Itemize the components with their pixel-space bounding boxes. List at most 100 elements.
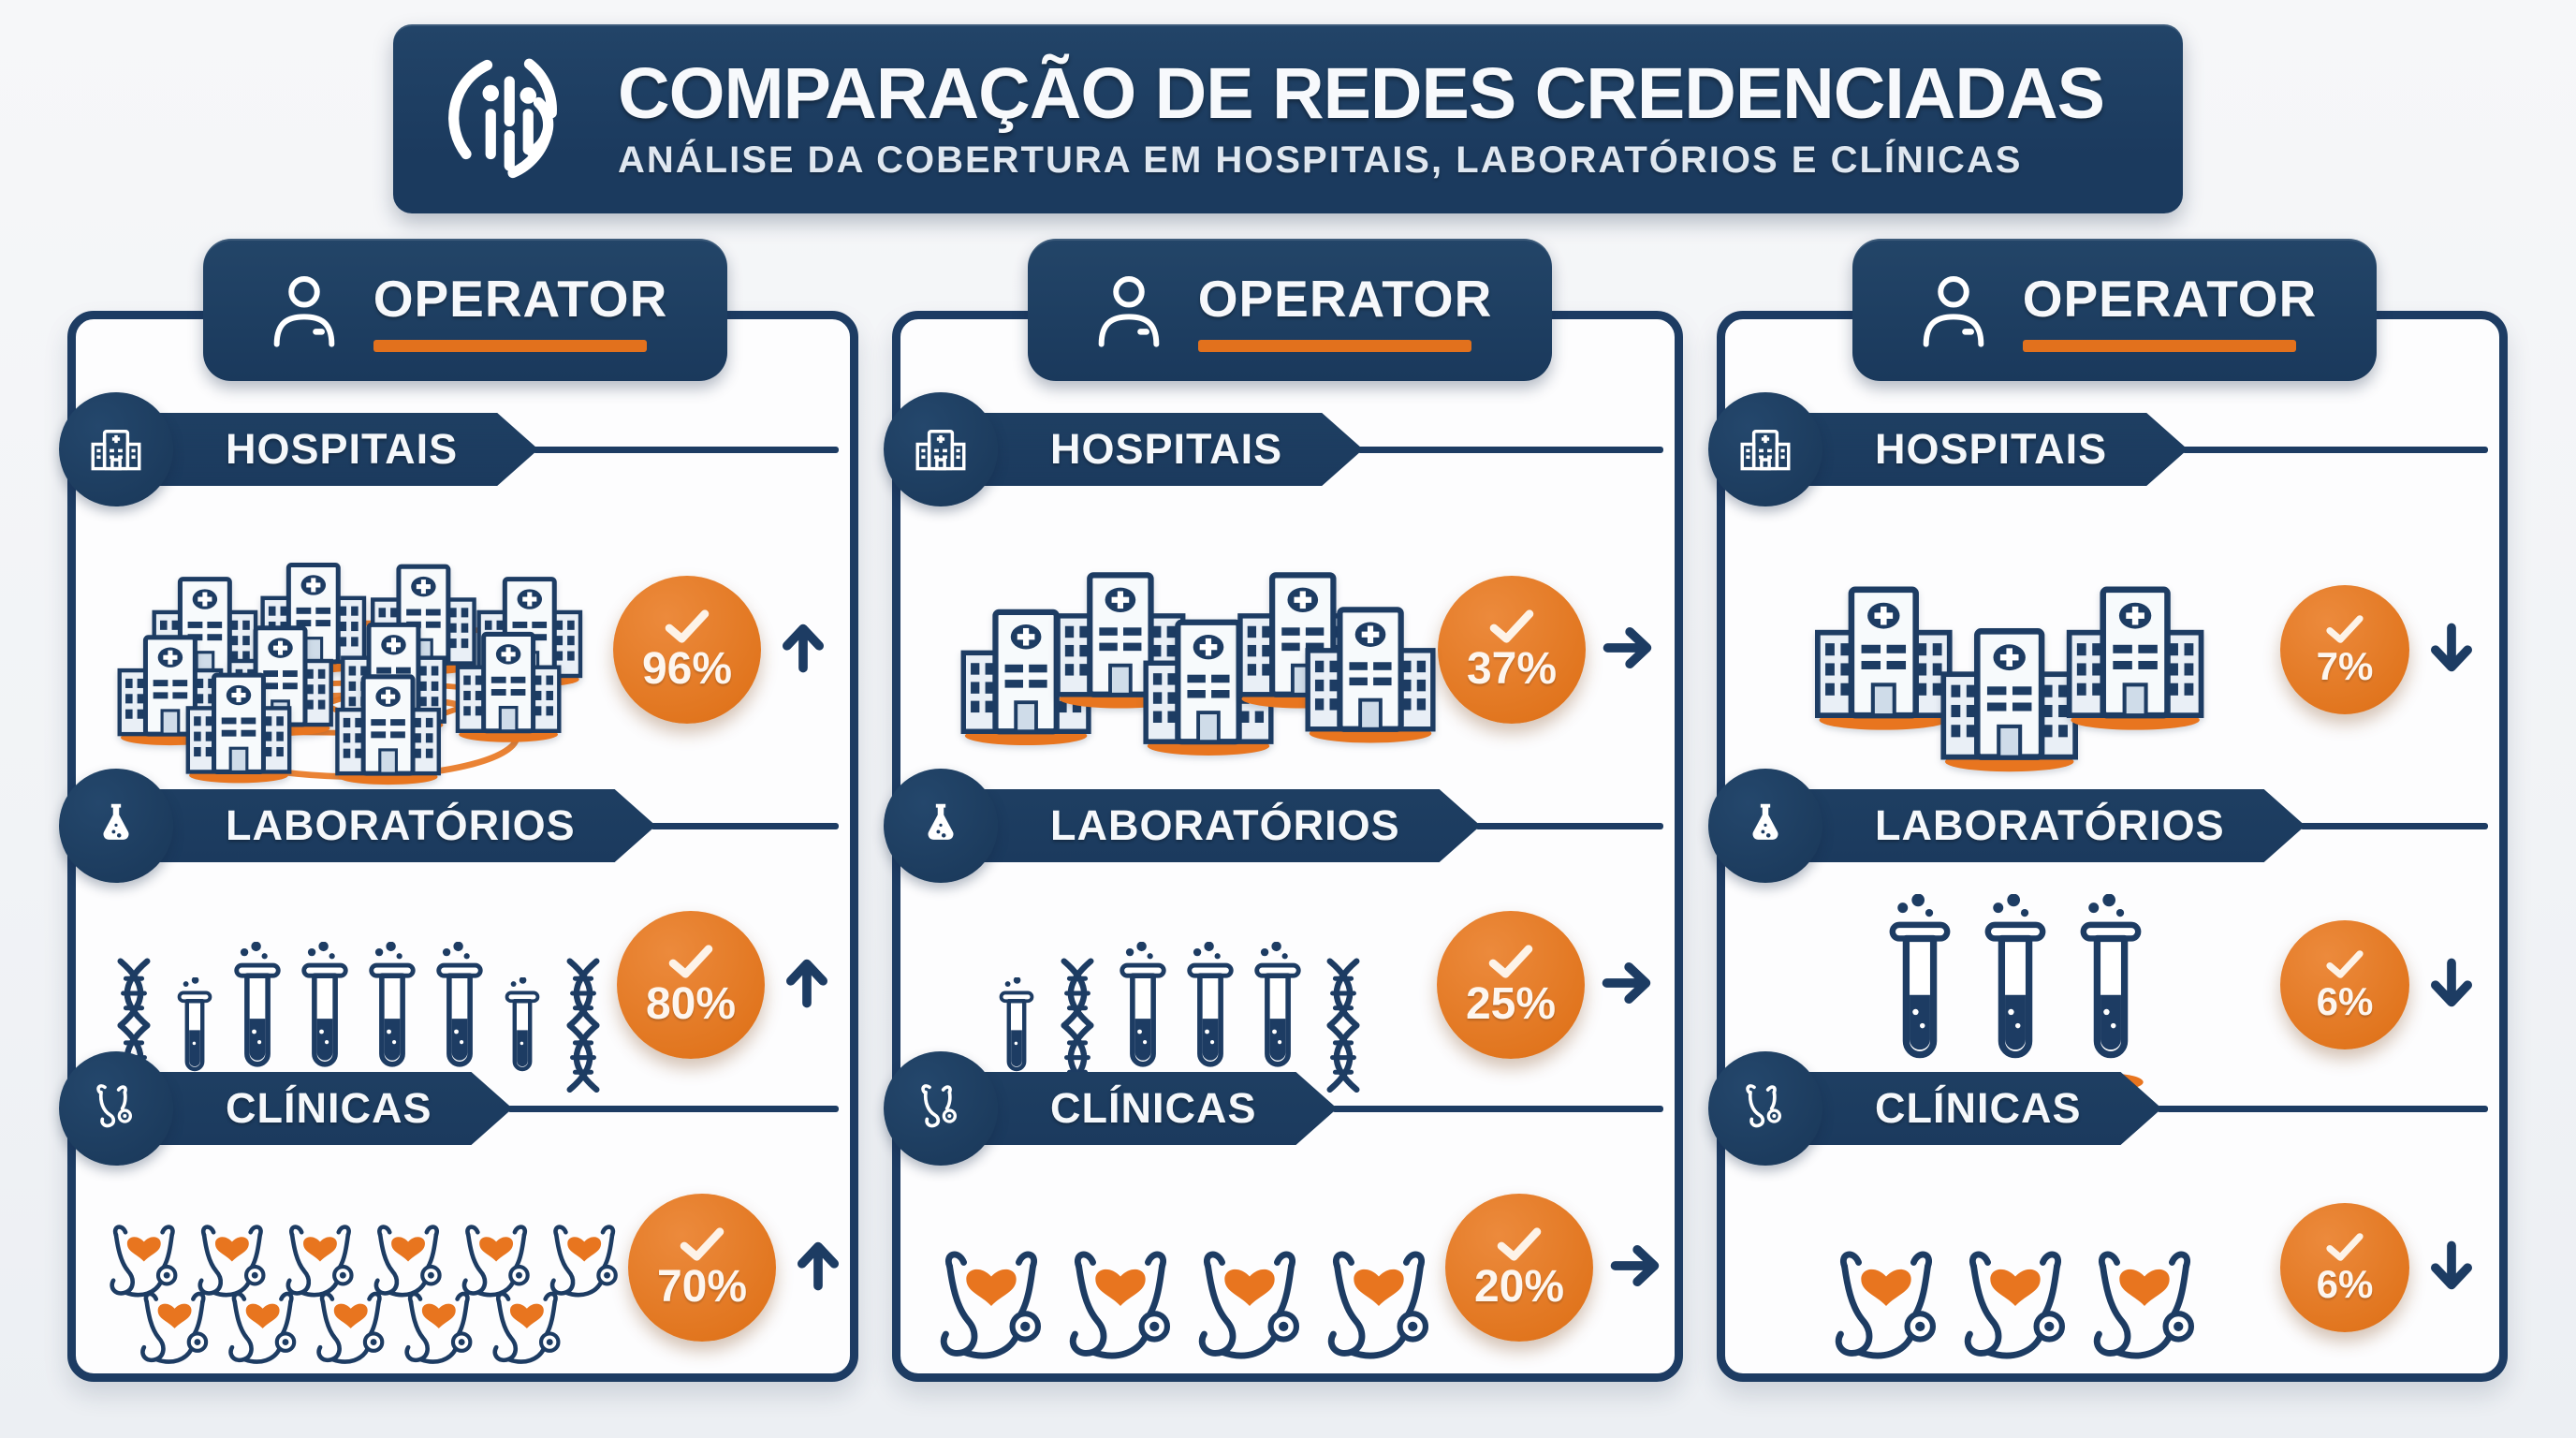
person-icon: [1098, 276, 1159, 347]
check-icon: [2326, 1232, 2364, 1261]
operator-underline: [1197, 339, 1471, 352]
lab-icon-row: [1881, 894, 2150, 1093]
score-area: 80%: [617, 911, 838, 1059]
operator-name: OPERATOR: [1197, 269, 1493, 328]
trend-down-arrow-icon: [2430, 958, 2473, 1006]
coverage-badge: 70%: [628, 1194, 776, 1342]
coverage-value: 6%: [2316, 1261, 2374, 1306]
hospital-building-icon: [1814, 586, 1953, 730]
dna-helix-icon: [1326, 958, 1359, 1093]
section-clinicas: CLÍNICAS: [884, 1051, 1663, 1375]
person-icon: [1923, 276, 1983, 347]
coverage-badge: 37%: [1438, 576, 1586, 724]
stethoscope-heart-icon: [316, 1292, 385, 1365]
person-icon: [273, 276, 334, 347]
page-title: COMPARAÇÃO DE REDES CREDENCIADAS: [618, 53, 2105, 135]
stethoscope-heart-icon: [549, 1225, 618, 1298]
stethoscope-heart-icon: [1835, 1251, 1936, 1359]
hospital-building-icon: [335, 674, 441, 785]
stethoscope-heart-icon: [492, 1292, 561, 1365]
trend-icon-slot: [776, 621, 830, 680]
trend-down-arrow-icon: [2430, 623, 2473, 671]
test-tube-icon: [1982, 894, 2048, 1092]
hospital-building-icon: [884, 392, 998, 506]
section-banner: CLÍNICAS: [1708, 1051, 2488, 1166]
test-tube-icon: [232, 941, 283, 1092]
coverage-badge: 6%: [2280, 920, 2409, 1049]
stethoscope-icon: [884, 1051, 998, 1166]
operator-badge: OPERATOR: [1852, 239, 2377, 381]
section-rule: [2299, 822, 2488, 829]
score-area: 25%: [1437, 911, 1658, 1059]
section-rule: [1357, 446, 1663, 453]
section-laboratorios: LABORATÓRIOS: [59, 769, 839, 1093]
section-clinicas: CLÍNICAS: [59, 1051, 840, 1375]
stethoscope-heart-icon: [404, 1292, 473, 1365]
test-tube-small-icon: [505, 976, 540, 1071]
check-icon: [680, 1226, 724, 1261]
section-hospitais: HOSPITAIS: [59, 392, 839, 799]
section-laboratorios: LABORATÓRIOS: [1708, 769, 2488, 1093]
hospital-building-icon: [1939, 628, 2078, 772]
lab-icon-row: [991, 941, 1371, 1093]
trend-icon-slot: [2424, 956, 2479, 1015]
test-tube-icon: [434, 941, 485, 1092]
operator-badge: OPERATOR: [1028, 239, 1552, 381]
trend-icon-slot: [1600, 956, 1654, 1015]
coverage-value: 25%: [1465, 978, 1557, 1029]
coverage-badge: 96%: [613, 576, 761, 724]
operator-badge: OPERATOR: [203, 239, 727, 381]
trend-icon-slot: [1608, 1239, 1662, 1298]
score-area: 96%: [613, 576, 834, 724]
header-banner: COMPARAÇÃO DE REDES CREDENCIADAS ANÁLISE…: [393, 24, 2183, 213]
people-network-logo-icon: [448, 58, 557, 179]
operator-card-2: OPERATOR HOSPITAIS: [884, 239, 1683, 1382]
stethoscope-heart-icon: [1069, 1251, 1171, 1359]
coverage-badge: 25%: [1437, 911, 1585, 1059]
section-rule: [650, 822, 839, 829]
section-banner: LABORATÓRIOS: [59, 769, 839, 883]
section-rule: [533, 446, 839, 453]
section-label: HOSPITAIS: [1875, 425, 2108, 473]
operator-name: OPERATOR: [2022, 269, 2318, 328]
section-banner: HOSPITAIS: [1708, 392, 2488, 506]
section-label: LABORATÓRIOS: [1050, 801, 1400, 849]
section-banner: CLÍNICAS: [59, 1051, 839, 1166]
section-rule: [2156, 1105, 2488, 1112]
stethoscope-row: [930, 1247, 1440, 1375]
trend-icon-slot: [2424, 621, 2479, 680]
score-area: 6%: [2280, 920, 2482, 1049]
stethoscope-row: [930, 1247, 1440, 1375]
stethoscope-heart-icon: [461, 1225, 530, 1298]
section-rule: [1331, 1105, 1663, 1112]
operator-card-3: OPERATOR HOSPITAIS: [1708, 239, 2508, 1382]
section-hospitais: HOSPITAIS: [1708, 392, 2488, 799]
check-icon: [1489, 609, 1534, 643]
hospital-cluster: [929, 549, 1436, 799]
dna-helix-icon: [566, 958, 600, 1093]
hospital-building-icon: [1305, 607, 1436, 743]
stethoscope-heart-icon: [940, 1251, 1042, 1359]
coverage-value: 96%: [641, 643, 733, 694]
test-tube-icon: [1252, 941, 1302, 1092]
coverage-badge: 80%: [617, 911, 765, 1059]
stethoscope-heart-icon: [228, 1292, 297, 1365]
coverage-value: 20%: [1473, 1261, 1565, 1312]
stethoscope-icon: [1708, 1051, 1822, 1166]
test-tube-small-icon: [177, 976, 212, 1071]
stethoscope-heart-icon: [140, 1292, 209, 1365]
test-tube-icon: [367, 941, 417, 1092]
hospital-building-icon: [1708, 392, 1822, 506]
stethoscope-heart-icon: [110, 1225, 178, 1298]
score-area: 6%: [2280, 1203, 2482, 1332]
section-label: LABORATÓRIOS: [1875, 801, 2225, 849]
section-label: CLÍNICAS: [1050, 1084, 1257, 1132]
hospital-building-icon: [455, 631, 562, 742]
test-tube-icon: [1185, 941, 1235, 1092]
coverage-value: 80%: [645, 978, 737, 1029]
section-hospitais: HOSPITAIS: [884, 392, 1663, 799]
trend-down-arrow-icon: [2430, 1240, 2473, 1289]
coverage-value: 70%: [656, 1261, 748, 1312]
stethoscope-heart-icon: [1964, 1251, 2065, 1359]
check-icon: [1488, 944, 1533, 978]
